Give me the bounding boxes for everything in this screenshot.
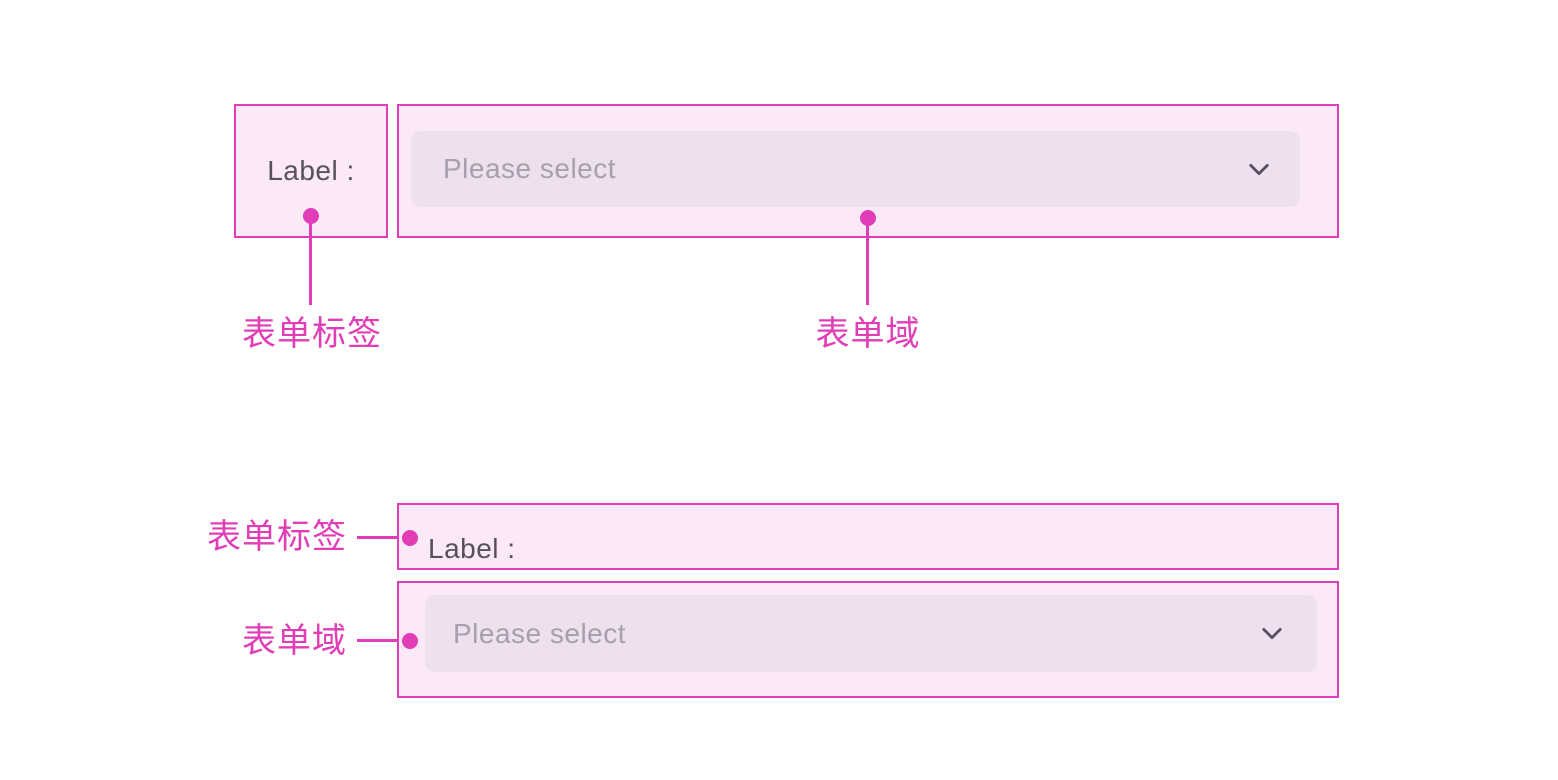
select-placeholder: Please select <box>443 153 617 184</box>
chevron-down-icon <box>1249 163 1269 175</box>
callout-line <box>357 639 397 642</box>
callout-dot <box>402 530 418 546</box>
callout-label-annotation: 表单标签 <box>242 315 382 353</box>
form-label-text: Label : <box>267 154 355 186</box>
chevron-down-icon <box>1262 628 1282 639</box>
callout-line <box>866 218 869 305</box>
callout-line <box>309 216 312 305</box>
select-control[interactable]: Please select <box>411 131 1300 207</box>
callout-line <box>357 536 397 539</box>
callout-dot <box>402 633 418 649</box>
form-field-box-vertical: Please select <box>397 581 1339 698</box>
callout-field-annotation: 表单域 <box>815 315 921 353</box>
callout-field-annotation: 表单域 <box>242 622 347 660</box>
select-placeholder: Please select <box>453 617 627 649</box>
form-label-box-vertical: Label : <box>397 503 1339 570</box>
select-control[interactable]: Please select <box>425 595 1317 672</box>
callout-label-annotation: 表单标签 <box>207 518 347 556</box>
form-label-text: Label : <box>428 532 516 564</box>
